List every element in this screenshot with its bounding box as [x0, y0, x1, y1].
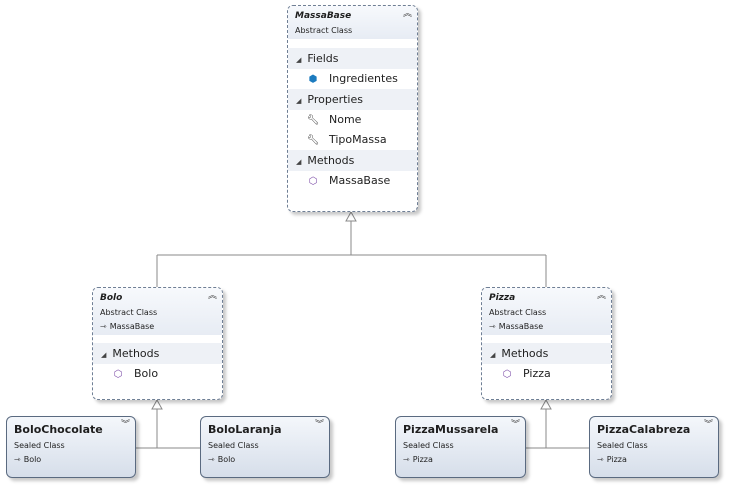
collapse-icon[interactable]: ︽: [207, 291, 217, 301]
triangle-icon: ◢: [490, 351, 496, 359]
class-name: Pizza: [489, 293, 516, 303]
class-stereotype: Sealed Class: [403, 441, 454, 450]
triangle-icon: ◢: [296, 158, 302, 166]
class-pizzamussarela[interactable]: PizzaMussarela Sealed Class ⇾Pizza ︾: [395, 416, 526, 478]
class-header: PizzaMussarela Sealed Class ⇾Pizza ︾: [396, 417, 525, 468]
section-fields[interactable]: ◢Fields: [288, 48, 417, 69]
class-massabase[interactable]: MassaBase Abstract Class ︽ ◢Fields ⬢Ingr…: [287, 5, 418, 212]
triangle-icon: ◢: [296, 97, 302, 105]
arrow-right-icon: ⇾: [14, 455, 21, 464]
triangle-icon: ◢: [101, 351, 107, 359]
base-class-ref: ⇾Bolo: [14, 455, 42, 464]
arrow-right-icon: ⇾: [597, 455, 604, 464]
wrench-icon: 🔧︎: [306, 115, 320, 126]
section-properties[interactable]: ◢Properties: [288, 89, 417, 110]
inheritance-arrowhead-massabase: [345, 210, 357, 222]
class-name: Bolo: [100, 293, 123, 303]
section-methods[interactable]: ◢Methods: [93, 343, 222, 364]
member-property[interactable]: 🔧︎TipoMassa: [288, 130, 417, 150]
wrench-icon: 🔧︎: [306, 135, 320, 146]
class-pizzacalabreza[interactable]: PizzaCalabreza Sealed Class ⇾Pizza ︾: [589, 416, 719, 478]
class-name: PizzaCalabreza: [597, 423, 691, 436]
expand-icon[interactable]: ︾: [510, 420, 520, 430]
class-stereotype: Sealed Class: [597, 441, 648, 450]
class-header: PizzaCalabreza Sealed Class ⇾Pizza ︾: [590, 417, 718, 468]
class-bolochocolate[interactable]: BoloChocolate Sealed Class ⇾Bolo ︾: [6, 416, 136, 478]
collapse-icon[interactable]: ︽: [402, 9, 412, 19]
class-header: BoloChocolate Sealed Class ⇾Bolo ︾: [7, 417, 135, 468]
class-stereotype: Sealed Class: [208, 441, 259, 450]
class-name: BoloChocolate: [14, 423, 103, 436]
method-icon: ⬡: [113, 369, 123, 380]
class-header: BoloLaranja Sealed Class ⇾Bolo ︾: [201, 417, 329, 468]
method-icon: ⬡: [502, 369, 512, 380]
field-icon: ⬢: [308, 74, 318, 85]
class-name: MassaBase: [295, 11, 352, 21]
section-methods[interactable]: ◢Methods: [482, 343, 611, 364]
class-stereotype: Abstract Class: [100, 308, 158, 317]
base-class-ref: ⇾Bolo: [208, 455, 236, 464]
member-method[interactable]: ⬡Bolo: [93, 364, 222, 384]
expand-icon[interactable]: ︾: [120, 420, 130, 430]
class-bolo[interactable]: Bolo Abstract Class ⇾MassaBase ︽ ◢Method…: [92, 287, 223, 400]
class-name: PizzaMussarela: [403, 423, 499, 436]
class-bololaranja[interactable]: BoloLaranja Sealed Class ⇾Bolo ︾: [200, 416, 330, 478]
collapse-icon[interactable]: ︽: [596, 291, 606, 301]
arrow-right-icon: ⇾: [489, 322, 496, 331]
base-class-ref: ⇾Pizza: [403, 455, 433, 464]
member-property[interactable]: 🔧︎Nome: [288, 110, 417, 130]
class-stereotype: Abstract Class: [489, 308, 547, 317]
member-method[interactable]: ⬡MassaBase: [288, 171, 417, 191]
class-header: MassaBase Abstract Class ︽: [288, 6, 417, 39]
class-stereotype: Abstract Class: [295, 26, 353, 35]
inheritance-arrowhead-bolo: [151, 398, 163, 410]
arrow-right-icon: ⇾: [403, 455, 410, 464]
class-stereotype: Sealed Class: [14, 441, 65, 450]
method-icon: ⬡: [308, 176, 318, 187]
expand-icon[interactable]: ︾: [703, 420, 713, 430]
base-class-ref: ⇾MassaBase: [489, 322, 544, 331]
class-name: BoloLaranja: [208, 423, 282, 436]
expand-icon[interactable]: ︾: [314, 420, 324, 430]
triangle-icon: ◢: [296, 56, 302, 64]
inheritance-arrowhead-pizza: [540, 398, 552, 410]
arrow-right-icon: ⇾: [100, 322, 107, 331]
member-method[interactable]: ⬡Pizza: [482, 364, 611, 384]
class-header: Bolo Abstract Class ⇾MassaBase ︽: [93, 288, 222, 335]
class-header: Pizza Abstract Class ⇾MassaBase ︽: [482, 288, 611, 335]
member-field[interactable]: ⬢Ingredientes: [288, 69, 417, 89]
base-class-ref: ⇾Pizza: [597, 455, 627, 464]
base-class-ref: ⇾MassaBase: [100, 322, 155, 331]
class-pizza[interactable]: Pizza Abstract Class ⇾MassaBase ︽ ◢Metho…: [481, 287, 612, 400]
arrow-right-icon: ⇾: [208, 455, 215, 464]
section-methods[interactable]: ◢Methods: [288, 150, 417, 171]
